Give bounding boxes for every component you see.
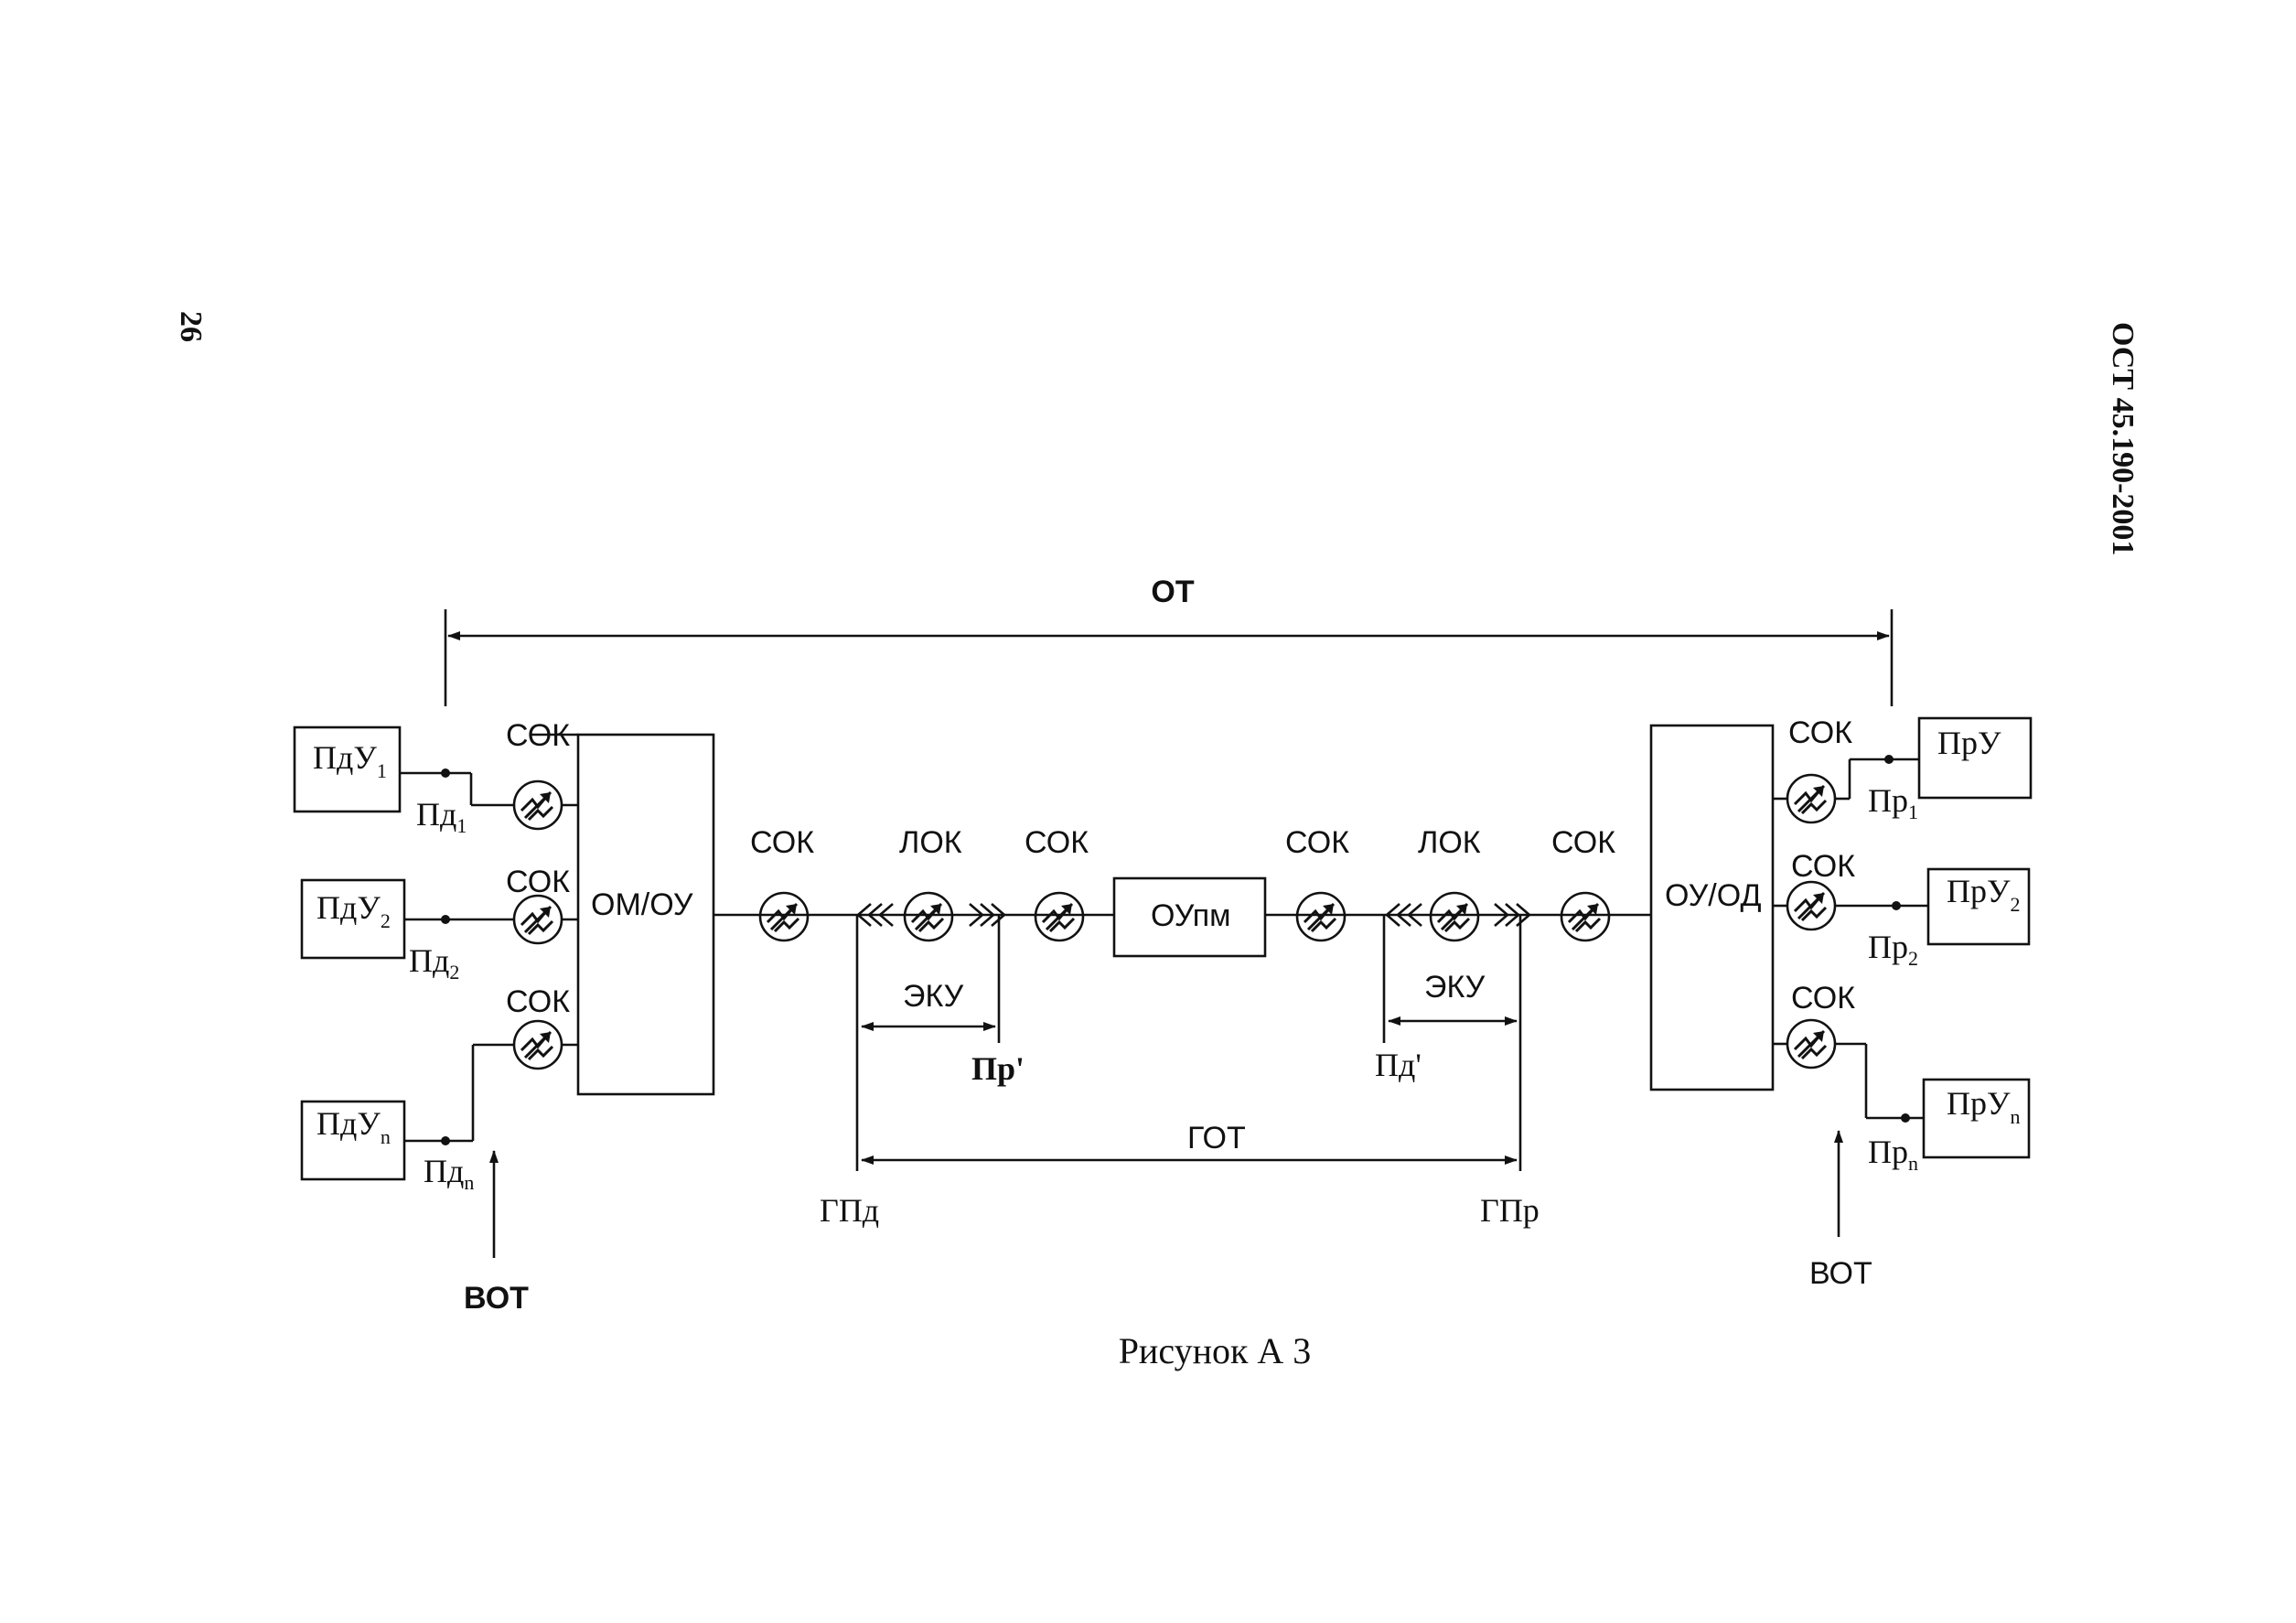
transmitter-n-label: ПдУ bbox=[317, 1105, 381, 1142]
page-number: 26 bbox=[174, 311, 208, 342]
svg-text:Пр1: Пр1 bbox=[1868, 782, 1918, 823]
lok-left-label: ЛОК bbox=[899, 825, 962, 860]
lok-right-icon bbox=[1429, 891, 1480, 942]
tx-point-1-label: Пд bbox=[416, 796, 456, 833]
oupm-block: ОУпм bbox=[1112, 876, 1267, 958]
sok-main-4-label: СОК bbox=[1551, 825, 1615, 860]
eku-right-label: ЭКУ bbox=[1424, 970, 1486, 1005]
sok-right-2-icon bbox=[1786, 880, 1837, 931]
svg-text:ПрУn: ПрУn bbox=[1947, 1085, 2021, 1128]
sok-left-2-label: СОК bbox=[506, 865, 570, 899]
sok-main-1-icon bbox=[758, 891, 810, 942]
sok-right-2-label: СОК bbox=[1791, 849, 1855, 884]
rx-point-1-label: Пр bbox=[1868, 782, 1908, 819]
lok-right-label: ЛОК bbox=[1418, 825, 1481, 860]
sok-left-1-icon bbox=[512, 779, 563, 831]
receiver-1-label: ПрУ bbox=[1937, 725, 2001, 761]
svg-text:ПрУ2: ПрУ2 bbox=[1947, 873, 2021, 916]
sok-main-3-icon bbox=[1295, 891, 1346, 942]
sok-right-1-label: СОК bbox=[1788, 715, 1852, 750]
transmitter-1-label: ПдУ bbox=[313, 739, 377, 776]
sok-left-1-label: СОК bbox=[506, 718, 570, 753]
rx-point-2-label: Пр bbox=[1868, 929, 1908, 965]
svg-text:Прn: Прn bbox=[1868, 1134, 1918, 1175]
tx-point-n-label: Пд bbox=[424, 1153, 464, 1189]
svg-text:ПдУ2: ПдУ2 bbox=[317, 889, 391, 932]
figure-caption: Рисунок А 3 bbox=[1119, 1330, 1312, 1371]
ou-od-block: ОУ/ОД bbox=[1649, 724, 1775, 1091]
sok-main-3-label: СОК bbox=[1285, 825, 1349, 860]
gpr-label: ГПр bbox=[1480, 1192, 1540, 1229]
svg-text:ПдУn: ПдУn bbox=[317, 1105, 391, 1148]
gpd-label: ГПд bbox=[820, 1192, 879, 1229]
transmitter-1: ПдУ1 bbox=[293, 726, 402, 813]
svg-text:Пдn: Пдn bbox=[424, 1153, 474, 1194]
vot-left-label: ВОТ bbox=[464, 1281, 529, 1316]
sok-right-1-icon bbox=[1786, 773, 1837, 824]
receiver-2-label: ПрУ bbox=[1947, 873, 2011, 909]
svg-text:Пд2: Пд2 bbox=[409, 942, 459, 983]
oupm-label: ОУпм bbox=[1151, 898, 1231, 933]
receiver-1: ПрУ bbox=[1917, 716, 2033, 800]
pr-prime-label: Пр' bbox=[971, 1050, 1025, 1087]
om-ou-label: ОМ/ОУ bbox=[591, 887, 693, 922]
sok-right-n-label: СОК bbox=[1791, 981, 1855, 1016]
eku-left-label: ЭКУ bbox=[903, 979, 964, 1014]
ou-od-label: ОУ/ОД bbox=[1665, 878, 1761, 913]
sok-main-1-label: СОК bbox=[750, 825, 814, 860]
sok-left-2-icon bbox=[512, 894, 563, 945]
om-ou-block: ОМ/ОУ bbox=[576, 733, 715, 1096]
receiver-2: ПрУ2 bbox=[1926, 867, 2031, 946]
transmitter-2: ПдУ2 bbox=[300, 878, 406, 960]
tx-point-2-label: Пд bbox=[409, 942, 449, 979]
lok-right: ЛОК bbox=[1385, 825, 1531, 942]
lok-left-icon bbox=[903, 891, 954, 942]
svg-text:ПдУ1: ПдУ1 bbox=[313, 739, 387, 782]
rx-point-n-label: Пр bbox=[1868, 1134, 1908, 1170]
pd-prime-label: Пд' bbox=[1375, 1047, 1422, 1083]
sok-main-2-label: СОК bbox=[1025, 825, 1089, 860]
receiver-n: ПрУn bbox=[1922, 1078, 2031, 1159]
vot-right-label: ВОТ bbox=[1809, 1256, 1872, 1291]
got-label: ГОТ bbox=[1187, 1121, 1246, 1155]
lok-left: ЛОК bbox=[856, 825, 1006, 942]
ot-label: ОТ bbox=[1151, 575, 1194, 609]
sok-left-n-icon bbox=[512, 1019, 563, 1070]
sok-right-n-icon bbox=[1786, 1018, 1837, 1069]
sok-main-2-icon bbox=[1034, 891, 1085, 942]
transmitter-2-label: ПдУ bbox=[317, 889, 381, 926]
svg-text:Пр2: Пр2 bbox=[1868, 929, 1918, 970]
document-number: ОСТ 45.190-2001 bbox=[2106, 322, 2140, 555]
svg-text:Пд1: Пд1 bbox=[416, 796, 467, 837]
transmitter-n: ПдУn bbox=[300, 1100, 406, 1181]
sok-main-4-icon bbox=[1560, 891, 1611, 942]
sok-left-n-label: СОК bbox=[506, 984, 570, 1019]
receiver-n-label: ПрУ bbox=[1947, 1085, 2011, 1122]
svg-text:ПрУ: ПрУ bbox=[1937, 725, 2001, 761]
